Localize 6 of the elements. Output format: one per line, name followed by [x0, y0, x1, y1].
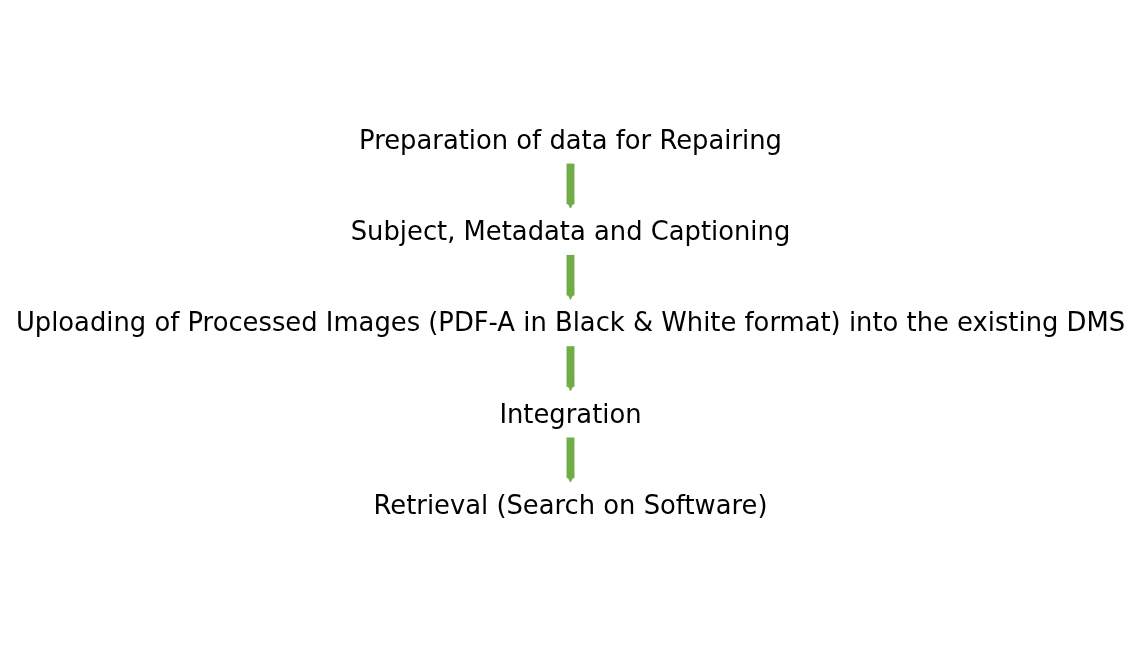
node-text: Uploading of Processed Images (PDF-A in Black & White format) into the existing DMS	[15, 307, 1126, 338]
arrow	[566, 254, 575, 301]
node-text: Retrieval (Search on Software)	[373, 490, 768, 520]
node-text: Integration	[499, 398, 642, 429]
node-text: Preparation of data for Repairing	[359, 125, 782, 155]
node-text: Subject, Metadata and Captioning	[350, 216, 791, 247]
